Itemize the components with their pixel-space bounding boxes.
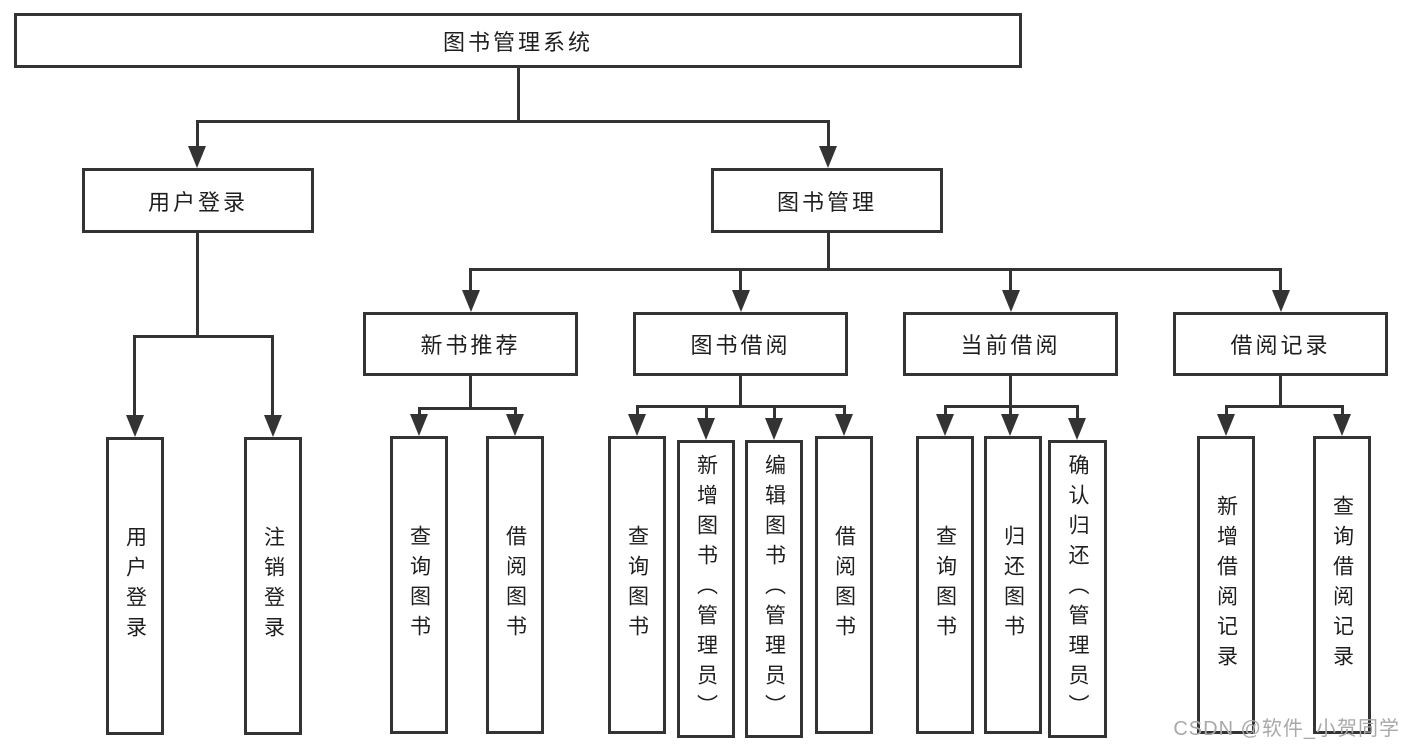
connector-current-bar: [943, 405, 1079, 408]
leaf-return-books: 归还图书: [984, 436, 1042, 734]
arrowhead-down-icon: [1068, 418, 1086, 440]
connector-records-stem: [1278, 376, 1282, 405]
arrowhead-down-icon: [188, 146, 206, 168]
leaf-query-books-current: 查询图书: [916, 436, 974, 734]
leaf-query-books-borrowing-label: 查询图书: [625, 525, 649, 645]
connector-shaft: [469, 270, 472, 292]
arrowhead-down-icon: [125, 415, 144, 437]
connector-shaft: [826, 122, 830, 150]
leaf-query-books-newbooks: 查询图书: [390, 436, 448, 734]
node-current-borrowing-label: 当前借阅: [960, 333, 1061, 358]
connector-mgmt-stem: [826, 232, 830, 268]
connector-shaft: [1075, 407, 1079, 421]
arrowhead-down-icon: [731, 290, 750, 312]
leaf-add-book-admin-label: 新增图书（管理员）: [694, 454, 718, 724]
leaf-query-borrow-record-label: 查询借阅记录: [1330, 495, 1354, 675]
connector-shaft: [842, 407, 846, 417]
leaf-borrow-books-borrowing: 借阅图书: [815, 436, 873, 734]
connector-shaft: [1224, 407, 1228, 417]
leaf-logout-label: 注销登录: [261, 526, 285, 646]
connector-mgmt-bar: [469, 268, 1282, 271]
connector-shaft: [513, 409, 517, 417]
node-new-book-recommend: 新书推荐: [363, 312, 578, 376]
leaf-edit-book-admin-label: 编辑图书（管理员）: [762, 454, 786, 724]
node-borrow-records: 借阅记录: [1173, 312, 1388, 376]
leaf-user-login: 用户登录: [106, 437, 164, 735]
arrowhead-down-icon: [263, 415, 282, 437]
connector-shaft: [195, 122, 199, 150]
arrowhead-down-icon: [936, 414, 954, 436]
leaf-add-book-admin: 新增图书（管理员）: [677, 440, 735, 738]
connector-login-stem: [195, 232, 199, 335]
connector-shaft: [1340, 407, 1344, 417]
leaf-borrow-books-newbooks: 借阅图书: [486, 436, 544, 734]
node-current-borrowing: 当前借阅: [903, 312, 1118, 376]
leaf-logout: 注销登录: [244, 437, 302, 735]
leaf-borrow-books-newbooks-label: 借阅图书: [503, 525, 527, 645]
connector-shaft: [1279, 270, 1282, 292]
node-user-login-label: 用户登录: [147, 189, 248, 215]
connector-shaft: [739, 270, 742, 292]
arrowhead-down-icon: [835, 414, 853, 436]
node-root: 图书管理系统: [14, 13, 1022, 68]
connector-newbooks-bar: [417, 407, 517, 410]
arrowhead-down-icon: [697, 418, 715, 440]
csdn-watermark: CSDN @软件_小贺同学: [1173, 718, 1400, 740]
arrowhead-down-icon: [506, 414, 524, 436]
arrowhead-down-icon: [765, 418, 783, 440]
leaf-query-borrow-record: 查询借阅记录: [1313, 436, 1371, 734]
connector-shaft: [943, 407, 947, 417]
leaf-borrow-books-borrowing-label: 借阅图书: [832, 525, 856, 645]
node-root-label: 图书管理系统: [442, 29, 593, 55]
connector-shaft: [271, 337, 274, 417]
arrowhead-down-icon: [628, 414, 646, 436]
connector-login-bar: [133, 335, 274, 338]
connector-shaft: [133, 337, 136, 417]
leaf-add-borrow-record-label: 新增借阅记录: [1214, 495, 1238, 675]
leaf-add-borrow-record: 新增借阅记录: [1197, 436, 1255, 734]
node-book-borrowing: 图书借阅: [633, 312, 848, 376]
leaf-edit-book-admin: 编辑图书（管理员）: [745, 440, 803, 738]
connector-root-stem: [516, 67, 520, 120]
leaf-return-books-label: 归还图书: [1001, 525, 1025, 645]
leaf-confirm-return-admin: 确认归还（管理员）: [1048, 440, 1107, 738]
connector-shaft: [1009, 270, 1012, 292]
arrowhead-down-icon: [461, 290, 480, 312]
node-book-management-label: 图书管理: [776, 189, 877, 215]
connector-shaft: [417, 409, 421, 417]
node-user-login: 用户登录: [82, 168, 314, 233]
leaf-confirm-return-admin-label: 确认归还（管理员）: [1066, 454, 1089, 724]
node-book-borrowing-label: 图书借阅: [690, 333, 791, 358]
node-borrow-records-label: 借阅记录: [1230, 333, 1331, 358]
arrowhead-down-icon: [1217, 414, 1235, 436]
connector-shaft: [772, 407, 776, 421]
node-new-book-recommend-label: 新书推荐: [420, 333, 521, 358]
connector-borrowing-bar: [635, 405, 846, 408]
connector-shaft: [635, 407, 639, 417]
connector-newbooks-stem: [468, 376, 472, 407]
connector-current-stem: [1008, 376, 1012, 405]
arrowhead-down-icon: [1333, 414, 1351, 436]
arrowhead-down-icon: [410, 414, 428, 436]
arrowhead-down-icon: [1001, 414, 1019, 436]
connector-records-bar: [1224, 405, 1344, 408]
arrowhead-down-icon: [1271, 290, 1290, 312]
node-book-management: 图书管理: [711, 168, 943, 233]
arrowhead-down-icon: [819, 146, 837, 168]
arrowhead-down-icon: [1001, 290, 1020, 312]
leaf-user-login-label: 用户登录: [123, 526, 147, 646]
connector-borrowing-stem: [738, 376, 742, 405]
connector-root-bar: [195, 120, 830, 123]
leaf-query-books-newbooks-label: 查询图书: [407, 525, 431, 645]
leaf-query-books-borrowing: 查询图书: [608, 436, 666, 734]
leaf-query-books-current-label: 查询图书: [933, 525, 957, 645]
connector-shaft: [1008, 407, 1012, 417]
connector-shaft: [704, 407, 708, 421]
